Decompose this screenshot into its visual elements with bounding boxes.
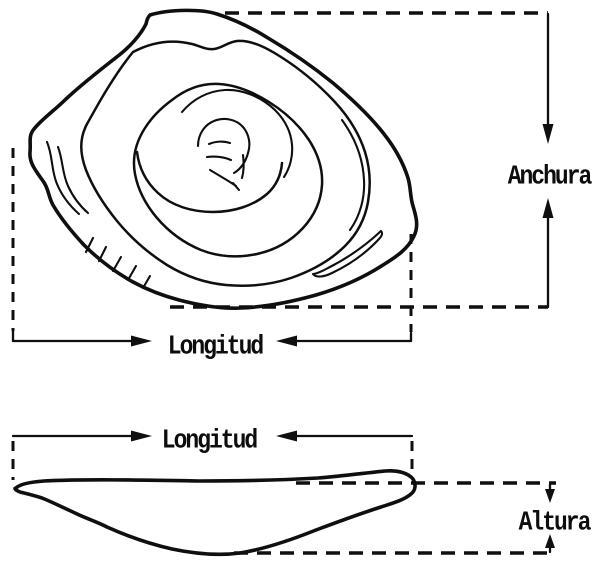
- longitud-side-left-arrowhead: [276, 430, 297, 442]
- altura-label: Altura: [518, 507, 592, 538]
- under-centre-sweep: [135, 150, 284, 214]
- centre-stroke-1: [207, 140, 232, 146]
- left-strand-2: [56, 145, 90, 215]
- altura-down-arrowhead: [545, 489, 555, 503]
- growth-ring-1: [80, 39, 371, 287]
- side-view-extension-lines: [11, 441, 556, 555]
- growth-ring-2: [132, 82, 324, 258]
- right-side-arc: [340, 118, 366, 232]
- left-strand-1: [45, 140, 81, 216]
- centre-tick: [231, 181, 241, 192]
- longitud-top-label: Longitud: [167, 331, 264, 362]
- anchura-dimension: [542, 12, 554, 309]
- anchura-up-arrowhead: [542, 198, 554, 218]
- side-view-shell-drawing: [13, 469, 417, 557]
- longitud-side-right-arrowhead: [131, 430, 152, 442]
- top-view-bounding-box: [11, 11, 548, 332]
- growth-ring-3-arc: [180, 88, 294, 179]
- anchura-down-arrowhead: [542, 124, 554, 144]
- longitud-side-label: Longitud: [161, 425, 258, 456]
- longitud-top-right-arrowhead: [131, 335, 152, 347]
- centre-stroke-3: [208, 168, 238, 188]
- longitud-top-left-arrowhead: [276, 335, 297, 347]
- shell-profile-contour: [13, 469, 417, 557]
- hatch-marks: [84, 236, 152, 290]
- altura-dimension: [545, 482, 555, 554]
- altura-up-arrowhead: [545, 534, 555, 548]
- anchura-label: Anchura: [507, 161, 593, 192]
- longitud-dimension-side: [11, 430, 414, 442]
- shell-centre-hood: [196, 117, 251, 175]
- longitud-dimension-top: [11, 329, 413, 347]
- centre-stroke-4: [240, 153, 245, 180]
- top-view-shell-drawing: [28, 8, 419, 310]
- lower-right-fold: [311, 229, 384, 278]
- shell-outer-contour: [28, 8, 419, 310]
- centre-stroke-2: [205, 155, 233, 162]
